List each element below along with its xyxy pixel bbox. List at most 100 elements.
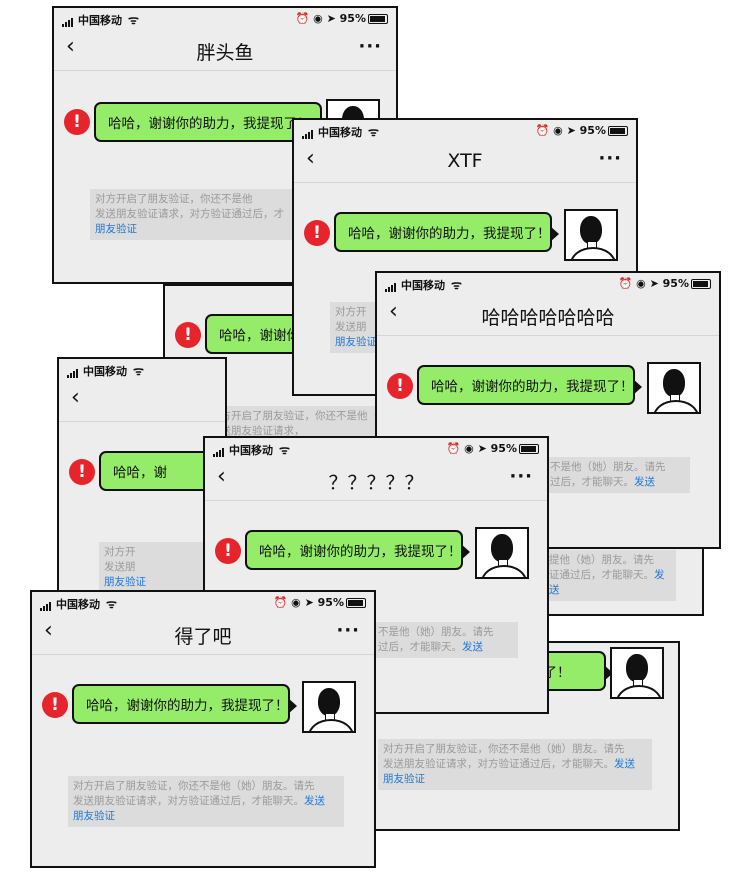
message-bubble[interactable]: 哈哈，谢谢你的助力，我提现了！ [94, 102, 329, 142]
lock-rotation-icon: ◉ [464, 442, 474, 455]
back-icon[interactable]: ‹ [389, 299, 398, 324]
notice-line: 对方开启了朋友验证，你还不是他（ [210, 410, 378, 422]
notice-line: 证通过后，才能聊天。 [549, 569, 654, 581]
message-bubble[interactable]: 哈哈，谢谢你的助力，我提现了！ [334, 212, 559, 252]
signal-icon [385, 279, 397, 292]
carrier-label: 中国移动 [83, 365, 127, 378]
more-icon[interactable]: ··· [509, 466, 533, 487]
friend-verify-notice: 不是他（她）朋友。请先 过后，才能聊天。发送 [373, 622, 518, 658]
friend-verify-notice: 对方开 发送朋 朋友验证 [99, 542, 225, 593]
nav-bar: ‹ 得了吧 ··· [32, 614, 374, 655]
signal-icon [67, 365, 79, 378]
battery-icon [691, 279, 711, 289]
battery-percent: 95% [490, 442, 517, 455]
battery-icon [368, 14, 388, 24]
location-icon: ➤ [566, 124, 576, 137]
notice-line: 发送朋 [335, 321, 367, 333]
send-failed-icon[interactable]: ! [215, 538, 241, 564]
battery-percent: 95% [579, 124, 606, 137]
send-link[interactable]: 发送 [614, 758, 635, 770]
carrier-label: 中国移动 [318, 126, 362, 139]
send-link[interactable]: 发送 [549, 569, 665, 596]
send-link[interactable]: 发送 [462, 641, 483, 653]
avatar[interactable] [564, 209, 618, 261]
chat-card-hahaha: 中国移动 ᯤ ⏰ ◉ ➤ 95% ‹ 哈哈哈哈哈哈哈 ! 哈哈，谢谢你的助力，我… [375, 271, 721, 549]
lock-rotation-icon: ◉ [313, 12, 323, 25]
alarm-icon: ⏰ [446, 442, 461, 455]
send-link[interactable]: 发送 [634, 476, 655, 488]
chat-title: ？？？？？ [328, 472, 424, 494]
wifi-icon: ᯤ [133, 364, 144, 378]
message-bubble[interactable]: 哈哈，谢 [99, 451, 225, 491]
avatar[interactable] [475, 527, 529, 579]
alarm-icon: ⏰ [295, 12, 310, 25]
more-icon[interactable]: ··· [358, 36, 382, 57]
carrier-label: 中国移动 [78, 14, 122, 27]
wifi-icon: ᯤ [106, 597, 117, 611]
battery-percent: 95% [317, 596, 344, 609]
signal-icon [40, 598, 52, 611]
send-verify-link[interactable]: 朋友验证 [383, 773, 425, 785]
send-failed-icon[interactable]: ! [42, 692, 68, 718]
lock-rotation-icon: ◉ [553, 124, 563, 137]
wifi-icon: ᯤ [368, 125, 379, 139]
chat-title: XTF [447, 150, 483, 172]
send-failed-icon[interactable]: ! [387, 373, 413, 399]
carrier-label: 中国移动 [229, 444, 273, 457]
location-icon: ➤ [304, 596, 314, 609]
send-verify-link[interactable]: 朋友验证 [73, 810, 115, 822]
avatar[interactable] [647, 362, 701, 414]
friend-verify-notice: 不是他（她）朋友。请先 过后，才能聊天。发送 [545, 457, 690, 493]
avatar[interactable] [610, 647, 664, 699]
signal-icon [62, 14, 74, 27]
carrier-label: 中国移动 [56, 598, 100, 611]
back-icon[interactable]: ‹ [217, 464, 226, 489]
notice-line: 提他（她）朋友。请先 [549, 554, 654, 566]
friend-verify-notice: 对方开启了朋友验证，你还不是他（她）朋友。请先 发送朋友验证请求，对方验证通过后… [68, 776, 344, 827]
wifi-icon: ᯤ [128, 13, 139, 27]
message-bubble[interactable]: 哈哈，谢谢你的助力，我提现了！ [417, 365, 642, 405]
send-link[interactable]: 发送 [304, 795, 325, 807]
send-failed-icon[interactable]: ! [175, 322, 201, 348]
more-icon[interactable]: ··· [598, 148, 622, 169]
status-bar: 中国移动 ᯤ ⏰ ◉ ➤ 95% [377, 273, 719, 295]
send-failed-icon[interactable]: ! [64, 109, 90, 135]
notice-line: 发送朋 [104, 561, 136, 573]
signal-icon [213, 444, 225, 457]
carrier-label: 中国移动 [401, 279, 445, 292]
back-icon[interactable]: ‹ [44, 618, 53, 643]
avatar[interactable] [302, 681, 356, 733]
send-verify-link[interactable]: 朋友验证 [335, 336, 377, 348]
more-icon[interactable]: ··· [336, 620, 360, 641]
send-verify-link[interactable]: 朋友验证 [104, 576, 146, 588]
send-verify-link[interactable]: 朋友验证 [95, 223, 137, 235]
message-bubble[interactable]: 哈哈，谢谢你的助力，我提现了！ [245, 530, 470, 570]
notice-line: 发送朋友验证请求， [210, 425, 305, 437]
back-icon[interactable]: ‹ [66, 34, 75, 59]
friend-verify-notice: 提他（她）朋友。请先 证通过后，才能聊天。发送 [544, 550, 676, 601]
chat-card-hidden-4: 提他（她）朋友。请先 证通过后，才能聊天。发送 [544, 544, 704, 616]
send-failed-icon[interactable]: ! [304, 220, 330, 246]
status-bar: 中国移动 ᯤ [59, 359, 225, 381]
status-bar: 中国移动 ᯤ ⏰ ◉ ➤ 95% [294, 120, 636, 142]
battery-icon [608, 126, 628, 136]
battery-percent: 95% [339, 12, 366, 25]
back-icon[interactable]: ‹ [306, 146, 315, 171]
chat-title: 哈哈哈哈哈哈哈 [481, 307, 615, 329]
signal-icon [302, 126, 314, 139]
friend-verify-notice: 对方开启了朋友验证，你还不是他 发送朋友验证请求，对方验证通过后，才 朋友验证 [90, 189, 310, 240]
notice-line: 对方开启了朋友验证，你还不是他 [95, 193, 253, 205]
message-bubble[interactable]: 哈哈，谢谢你的助力，我提现了！ [72, 684, 297, 724]
notice-line: 过后，才能聊天。 [550, 476, 634, 488]
notice-line: 对方开启了朋友验证，你还不是他（她）朋友。请先 [383, 743, 625, 755]
nav-bar: ‹ 胖头鱼 ··· [54, 30, 396, 71]
send-failed-icon[interactable]: ! [69, 459, 95, 485]
status-right: ⏰ ◉ ➤ 95% [274, 596, 366, 609]
alarm-icon: ⏰ [618, 277, 633, 290]
notice-line: 发送朋友验证请求，对方验证通过后，才能聊天。 [383, 758, 614, 770]
chat-card-hidden-2: 中国移动 ᯤ ‹ ! 哈哈，谢 对方开 发送朋 朋友验证 [57, 357, 227, 597]
notice-line: 发送朋友验证请求，对方验证通过后，才能聊天。 [73, 795, 304, 807]
location-icon: ➤ [649, 277, 659, 290]
back-icon[interactable]: ‹ [71, 385, 80, 410]
chat-card-delaba: 中国移动 ᯤ ⏰ ◉ ➤ 95% ‹ 得了吧 ··· ! 哈哈，谢谢你的助力，我… [30, 590, 376, 868]
